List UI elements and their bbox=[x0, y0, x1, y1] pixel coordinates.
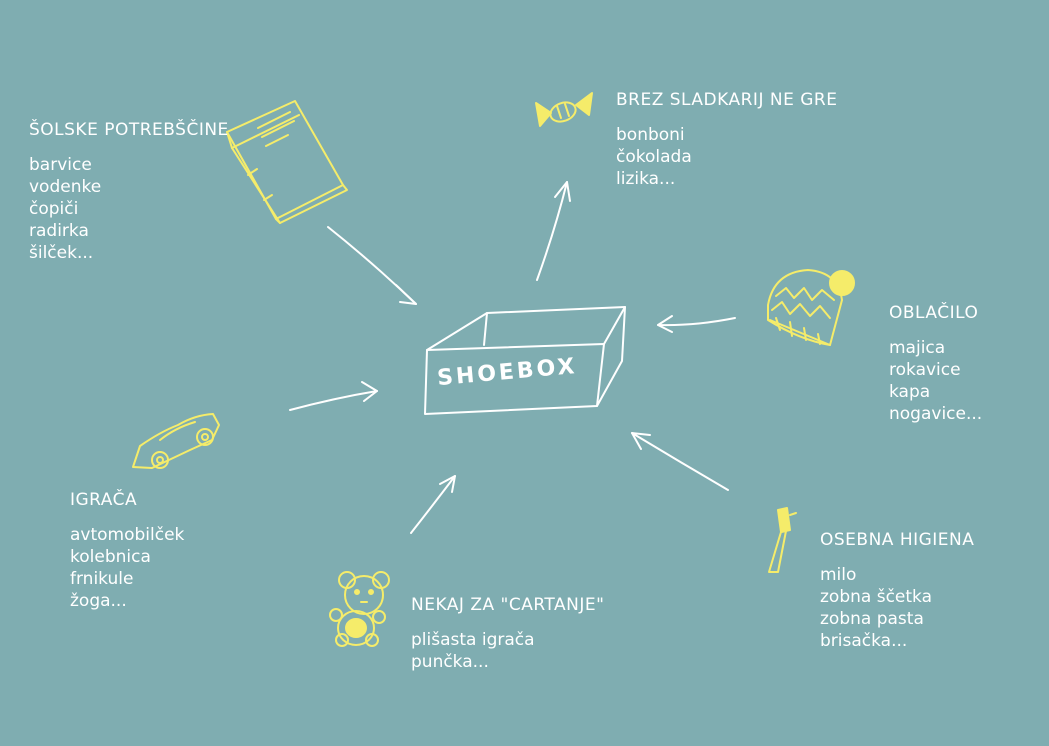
beanie-hat-icon bbox=[767, 269, 855, 346]
shoebox-icon bbox=[424, 306, 626, 415]
book-icon bbox=[226, 100, 348, 224]
toothbrush-icon bbox=[768, 507, 797, 573]
arrow-from-clothing bbox=[657, 315, 736, 333]
item-list: plišasta igrača punčka... bbox=[411, 629, 604, 673]
item-list: barvice vodenke čopiči radirka šilček... bbox=[29, 154, 229, 264]
list-item: šilček... bbox=[29, 243, 94, 263]
list-item: avtomobilček bbox=[70, 525, 185, 545]
list-item: punčka... bbox=[411, 652, 489, 672]
group-school-supplies: ŠOLSKE POTREBŠČINE barvice vodenke čopič… bbox=[29, 120, 229, 264]
group-hygiene: OSEBNA HIGIENA milo zobna ščetka zobna p… bbox=[820, 530, 974, 652]
group-title: BREZ SLADKARIJ NE GRE bbox=[616, 90, 838, 110]
candy-icon bbox=[535, 92, 593, 127]
toy-car-icon bbox=[132, 413, 220, 469]
list-item: lizika... bbox=[616, 169, 676, 189]
arrow-from-cuddle bbox=[410, 475, 456, 534]
list-item: barvice bbox=[29, 155, 92, 175]
group-title: ŠOLSKE POTREBŠČINE bbox=[29, 120, 229, 140]
arrow-from-hygiene bbox=[631, 432, 729, 491]
list-item: frnikule bbox=[70, 569, 134, 589]
list-item: zobna pasta bbox=[820, 609, 924, 629]
arrow-from-school bbox=[327, 226, 417, 305]
list-item: rokavice bbox=[889, 360, 961, 380]
list-item: čopiči bbox=[29, 199, 79, 219]
item-list: avtomobilček kolebnica frnikule žoga... bbox=[70, 524, 184, 612]
list-item: majica bbox=[889, 338, 946, 358]
list-item: kolebnica bbox=[70, 547, 151, 567]
list-item: milo bbox=[820, 565, 857, 585]
arrows bbox=[289, 181, 736, 534]
arrow-to-sweets bbox=[536, 181, 571, 281]
list-item: zobna ščetka bbox=[820, 587, 933, 607]
list-item: plišasta igrača bbox=[411, 630, 535, 650]
group-title: IGRAČA bbox=[70, 490, 138, 510]
group-toys: IGRAČA avtomobilček kolebnica frnikule ž… bbox=[70, 490, 184, 612]
item-list: majica rokavice kapa nogavice... bbox=[889, 337, 982, 425]
item-list: milo zobna ščetka zobna pasta brisačka..… bbox=[820, 564, 974, 652]
group-clothing: OBLAČILO majica rokavice kapa nogavice..… bbox=[889, 303, 982, 425]
group-title: OBLAČILO bbox=[889, 303, 979, 323]
arrow-from-toys bbox=[289, 381, 378, 411]
list-item: nogavice... bbox=[889, 404, 983, 424]
group-title: OSEBNA HIGIENA bbox=[820, 530, 975, 550]
group-title: NEKAJ ZA "CARTANJE" bbox=[411, 595, 605, 615]
item-list: bonboni čokolada lizika... bbox=[616, 124, 837, 190]
list-item: bonboni bbox=[616, 125, 685, 145]
list-item: radirka bbox=[29, 221, 89, 241]
list-item: kapa bbox=[889, 382, 931, 402]
group-cuddle: NEKAJ ZA "CARTANJE" plišasta igrača punč… bbox=[411, 595, 604, 673]
group-sweets: BREZ SLADKARIJ NE GRE bonboni čokolada l… bbox=[616, 90, 837, 190]
list-item: čokolada bbox=[616, 147, 692, 167]
teddy-bear-icon bbox=[329, 571, 390, 647]
list-item: žoga... bbox=[70, 591, 127, 611]
list-item: brisačka... bbox=[820, 631, 908, 651]
list-item: vodenke bbox=[29, 177, 102, 197]
